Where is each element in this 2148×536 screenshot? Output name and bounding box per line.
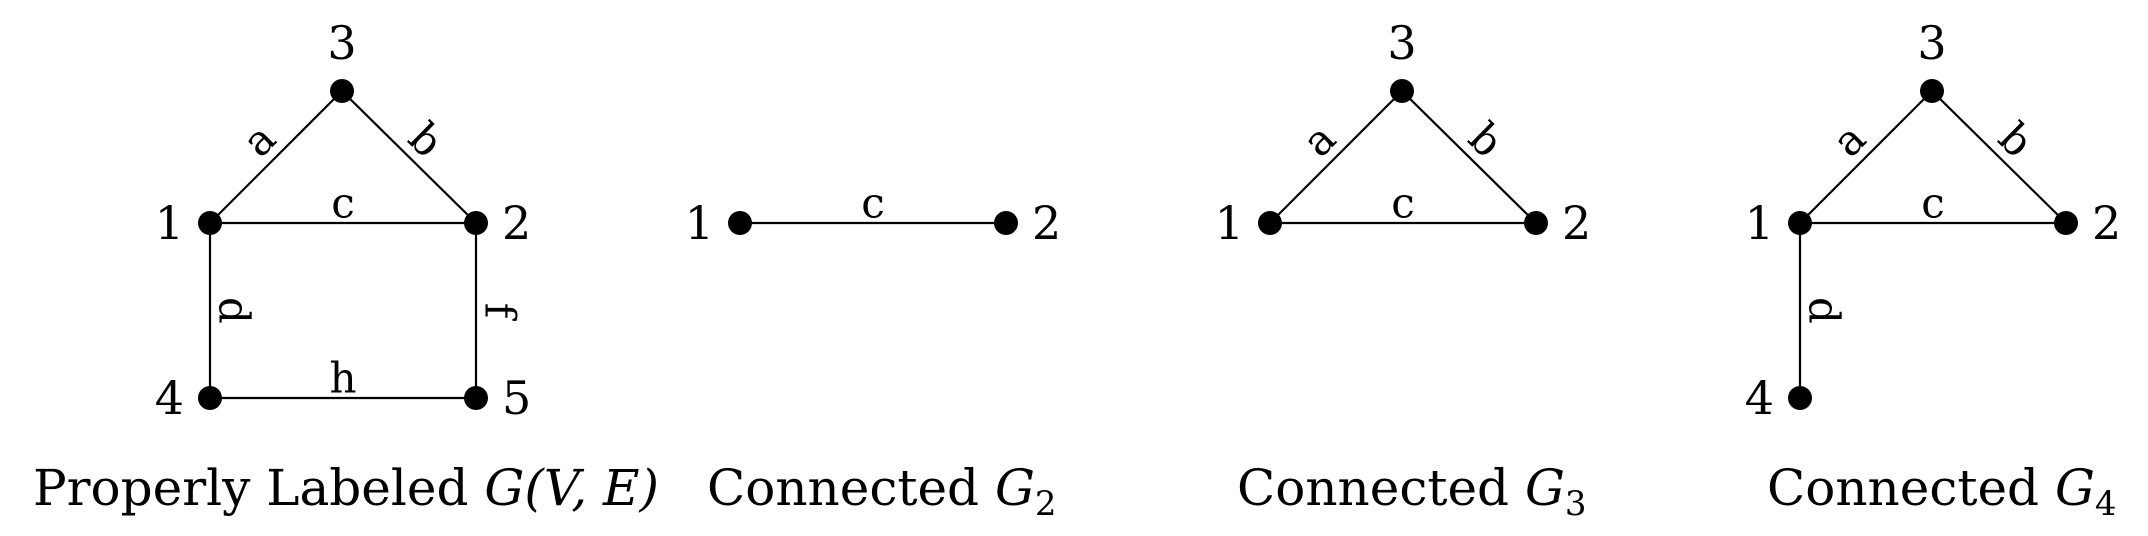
edge-label-h: h xyxy=(329,354,356,403)
edge-label-d: d xyxy=(210,297,259,324)
edge-label-b: b xyxy=(399,113,453,167)
vertex-3 xyxy=(1920,79,1944,103)
vertex-label-1: 1 xyxy=(685,196,714,250)
caption-text: Properly Labeled xyxy=(33,459,484,517)
edge-label-c: c xyxy=(861,179,885,228)
vertex-1 xyxy=(1788,211,1812,235)
vertex-3 xyxy=(330,79,354,103)
vertex-label-3: 3 xyxy=(327,16,356,70)
caption-subscript: 4 xyxy=(2095,484,2117,524)
vertex-label-1: 1 xyxy=(155,196,184,250)
vertex-label-3: 3 xyxy=(1387,16,1416,70)
edge-label-c: c xyxy=(1391,179,1415,228)
vertex-3 xyxy=(1390,79,1414,103)
edge-label-a: a xyxy=(233,114,285,166)
edge-b xyxy=(1401,90,1537,224)
edge-label-a: a xyxy=(1823,114,1875,166)
caption-g2: Connected G2 xyxy=(707,459,1057,524)
caption-g4: Connected G4 xyxy=(1767,459,2117,524)
vertex-1 xyxy=(1258,211,1282,235)
vertex-label-1: 1 xyxy=(1745,196,1774,250)
edge-label-f: f xyxy=(476,303,525,322)
vertex-2 xyxy=(1524,211,1548,235)
edge-b xyxy=(1931,90,2067,224)
caption-symbol: G xyxy=(2055,459,2095,517)
vertex-5 xyxy=(464,386,488,410)
edge-label-c: c xyxy=(331,179,355,228)
vertex-1 xyxy=(728,211,752,235)
caption-args: (V, E) xyxy=(524,459,659,517)
vertex-label-2: 2 xyxy=(2092,196,2121,250)
vertex-label-5: 5 xyxy=(502,371,531,425)
edge-label-b: b xyxy=(1459,113,1513,167)
vertex-label-4: 4 xyxy=(1745,371,1774,425)
vertex-label-2: 2 xyxy=(1562,196,1591,250)
caption-text: Connected xyxy=(1237,459,1525,517)
caption-text: Connected xyxy=(1767,459,2055,517)
edge-a xyxy=(1269,90,1403,224)
vertex-2 xyxy=(2054,211,2078,235)
edge-a xyxy=(209,90,343,224)
edge-label-c: c xyxy=(1921,179,1945,228)
vertex-label-3: 3 xyxy=(1917,16,1946,70)
caption-text: Connected xyxy=(707,459,995,517)
vertex-label-4: 4 xyxy=(155,371,184,425)
caption-symbol: G xyxy=(1525,459,1565,517)
caption-subscript: 3 xyxy=(1565,484,1587,524)
vertex-4 xyxy=(1788,386,1812,410)
caption-g3: Connected G3 xyxy=(1237,459,1587,524)
caption-subscript: 2 xyxy=(1035,484,1057,524)
edge-b xyxy=(341,90,477,224)
vertex-1 xyxy=(198,211,222,235)
edge-label-d: d xyxy=(1800,297,1849,324)
caption-symbol: G xyxy=(484,459,524,517)
vertex-4 xyxy=(198,386,222,410)
edge-a xyxy=(1799,90,1933,224)
caption-g: Properly Labeled G(V, E) xyxy=(33,459,659,517)
edge-label-a: a xyxy=(1293,114,1345,166)
vertex-2 xyxy=(464,211,488,235)
vertex-2 xyxy=(994,211,1018,235)
vertex-label-2: 2 xyxy=(1032,196,1061,250)
edge-label-b: b xyxy=(1989,113,2043,167)
vertex-label-2: 2 xyxy=(502,196,531,250)
caption-symbol: G xyxy=(995,459,1035,517)
vertex-label-1: 1 xyxy=(1215,196,1244,250)
